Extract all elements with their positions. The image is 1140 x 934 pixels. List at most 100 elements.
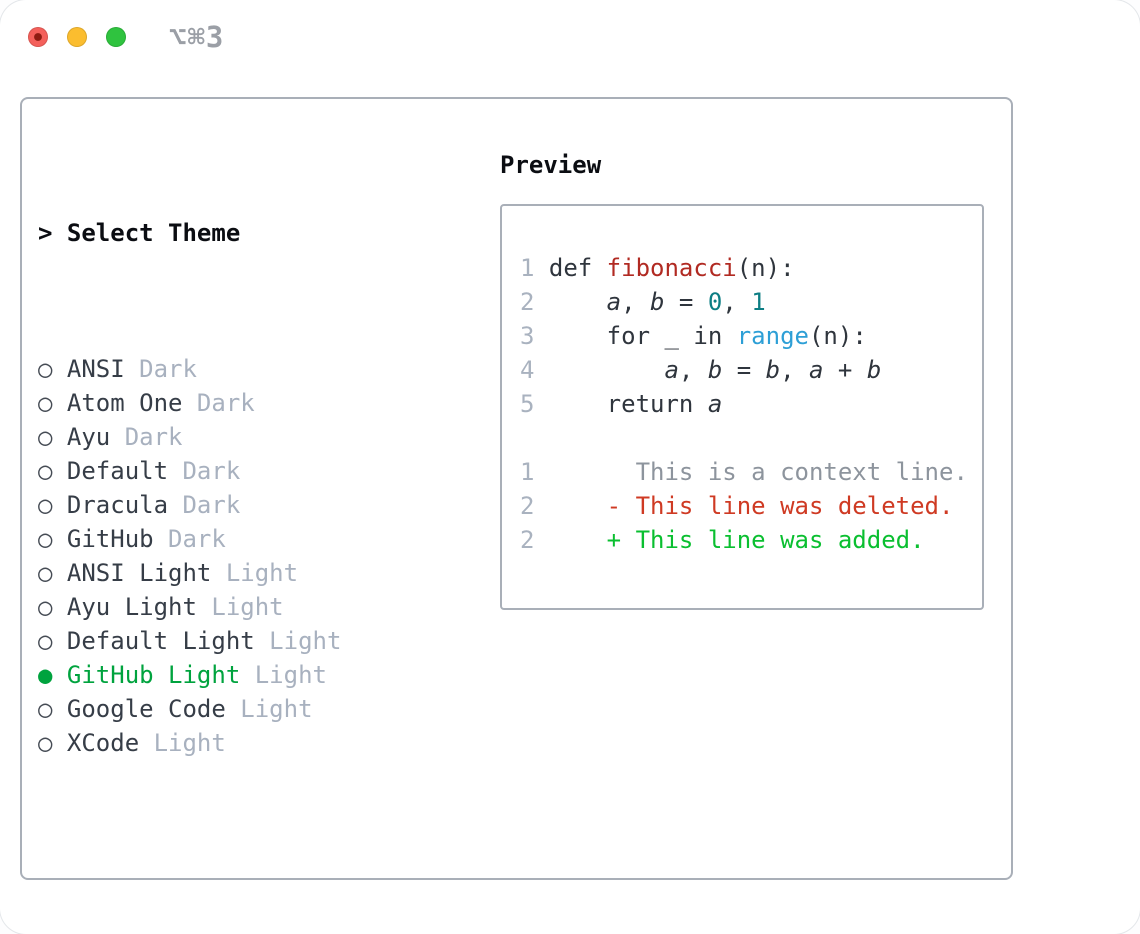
theme-variant: Dark	[182, 491, 241, 519]
code-token: return	[548, 390, 708, 418]
theme-variant: Dark	[139, 355, 197, 383]
line-content: a, b = 0, 1	[549, 288, 766, 316]
code-token: ,	[780, 356, 809, 384]
code-token: b	[650, 288, 665, 316]
radio-selected-icon: ●	[38, 661, 53, 689]
theme-name: Ayu Light	[66, 593, 197, 621]
code-token: b	[765, 356, 781, 384]
theme-variant: Light	[240, 695, 313, 723]
theme-option-atom-one[interactable]: ○ Atom One Dark	[38, 386, 443, 420]
line-content: def fibonacci(n):	[549, 254, 795, 282]
code-token: b	[707, 356, 723, 384]
line-number: 5	[520, 390, 535, 418]
radio-icon: ○	[38, 389, 53, 417]
line-number: 2	[520, 526, 535, 554]
line-content: - This line was deleted.	[549, 492, 954, 520]
theme-variant: Dark	[168, 525, 226, 553]
radio-icon: ○	[38, 525, 53, 553]
theme-name: Dracula	[66, 491, 169, 519]
theme-name: Default	[66, 457, 169, 485]
code-line: 5 return a	[520, 387, 982, 421]
code-token: range	[736, 322, 809, 350]
code-token: fibonacci	[606, 254, 737, 282]
theme-option-default[interactable]: ○ Default Dark	[38, 454, 443, 488]
radio-icon: ○	[38, 695, 53, 723]
radio-icon: ○	[38, 593, 53, 621]
code-token: b	[866, 356, 882, 384]
line-content: a, b = b, a + b	[549, 356, 881, 384]
theme-option-github[interactable]: ○ GitHub Dark	[38, 522, 443, 556]
theme-variant: Dark	[196, 389, 255, 417]
theme-option-google-code[interactable]: ○ Google Code Light	[38, 692, 443, 726]
minimize-button[interactable]	[67, 27, 87, 47]
code-token: a	[707, 390, 723, 418]
theme-variant: Light	[153, 729, 226, 757]
radio-icon: ○	[38, 423, 53, 451]
radio-icon: ○	[38, 627, 53, 655]
code-line: 2 - This line was deleted.	[520, 489, 982, 523]
radio-icon: ○	[38, 729, 53, 757]
code-line: 4 a, b = b, a + b	[520, 353, 982, 387]
theme-variant: Light	[269, 627, 342, 655]
code-token: This is a context line.	[548, 458, 968, 486]
theme-name: GitHub Light	[66, 661, 241, 689]
theme-option-ansi-light[interactable]: ○ ANSI Light Light	[38, 556, 443, 590]
theme-name: GitHub	[66, 525, 154, 553]
code-token: =	[722, 356, 766, 384]
line-number: 1	[520, 458, 535, 486]
code-token: a	[664, 356, 679, 384]
code-line: 1 This is a context line.	[520, 455, 982, 489]
prompt-icon: >	[38, 219, 53, 247]
code-token: ,	[621, 288, 651, 316]
theme-option-default-light[interactable]: ○ Default Light Light	[38, 624, 443, 658]
theme-option-ayu-light[interactable]: ○ Ayu Light Light	[38, 590, 443, 624]
code-token: 1	[751, 288, 766, 316]
line-number: 2	[520, 492, 535, 520]
titlebar: ⌥⌘3	[28, 20, 224, 54]
radio-icon: ○	[38, 559, 53, 587]
window-title: ⌥⌘3	[169, 20, 225, 54]
line-number: 4	[520, 356, 535, 384]
code-token: for _ in	[548, 322, 737, 350]
code-token: a	[606, 288, 622, 316]
line-content: return a	[548, 390, 723, 418]
line-number: 1	[520, 254, 535, 282]
radio-icon: ○	[38, 457, 53, 485]
spacer	[38, 862, 443, 896]
code-token: def	[548, 254, 607, 282]
theme-name: Default Light	[66, 627, 255, 655]
preview-pane: 1 def fibonacci(n): 2 a, b = 0, 1 3 for _ i…	[500, 204, 984, 610]
preview-column: Preview 1 def fibonacci(n): 2 a, b = 0, 1 3…	[500, 148, 984, 610]
code-token: +	[823, 356, 867, 384]
theme-name: Atom One	[66, 389, 183, 417]
theme-name: ANSI	[66, 355, 125, 383]
select-theme-header: > Select Theme	[38, 216, 443, 250]
code-token: ,	[678, 356, 708, 384]
theme-variant: Light	[211, 593, 284, 621]
close-button[interactable]	[28, 27, 48, 47]
theme-name: ANSI Light	[66, 559, 212, 587]
preview-header: Preview	[500, 151, 602, 179]
theme-option-xcode[interactable]: ○ XCode Light	[38, 726, 443, 760]
theme-name: Google Code	[66, 695, 226, 723]
theme-variant: Dark	[182, 457, 241, 485]
theme-name: XCode	[66, 729, 140, 757]
zoom-button[interactable]	[106, 27, 126, 47]
code-token: - This line was deleted.	[548, 492, 954, 520]
line-number: 3	[520, 322, 535, 350]
code-token: + This line was added.	[548, 526, 925, 554]
code-token: a	[809, 356, 824, 384]
select-theme-header-label: Select Theme	[66, 219, 241, 247]
code-line: 1 def fibonacci(n):	[520, 251, 982, 285]
code-token: ,	[722, 288, 752, 316]
theme-variant: Light	[225, 559, 299, 587]
blank-line	[520, 421, 982, 455]
